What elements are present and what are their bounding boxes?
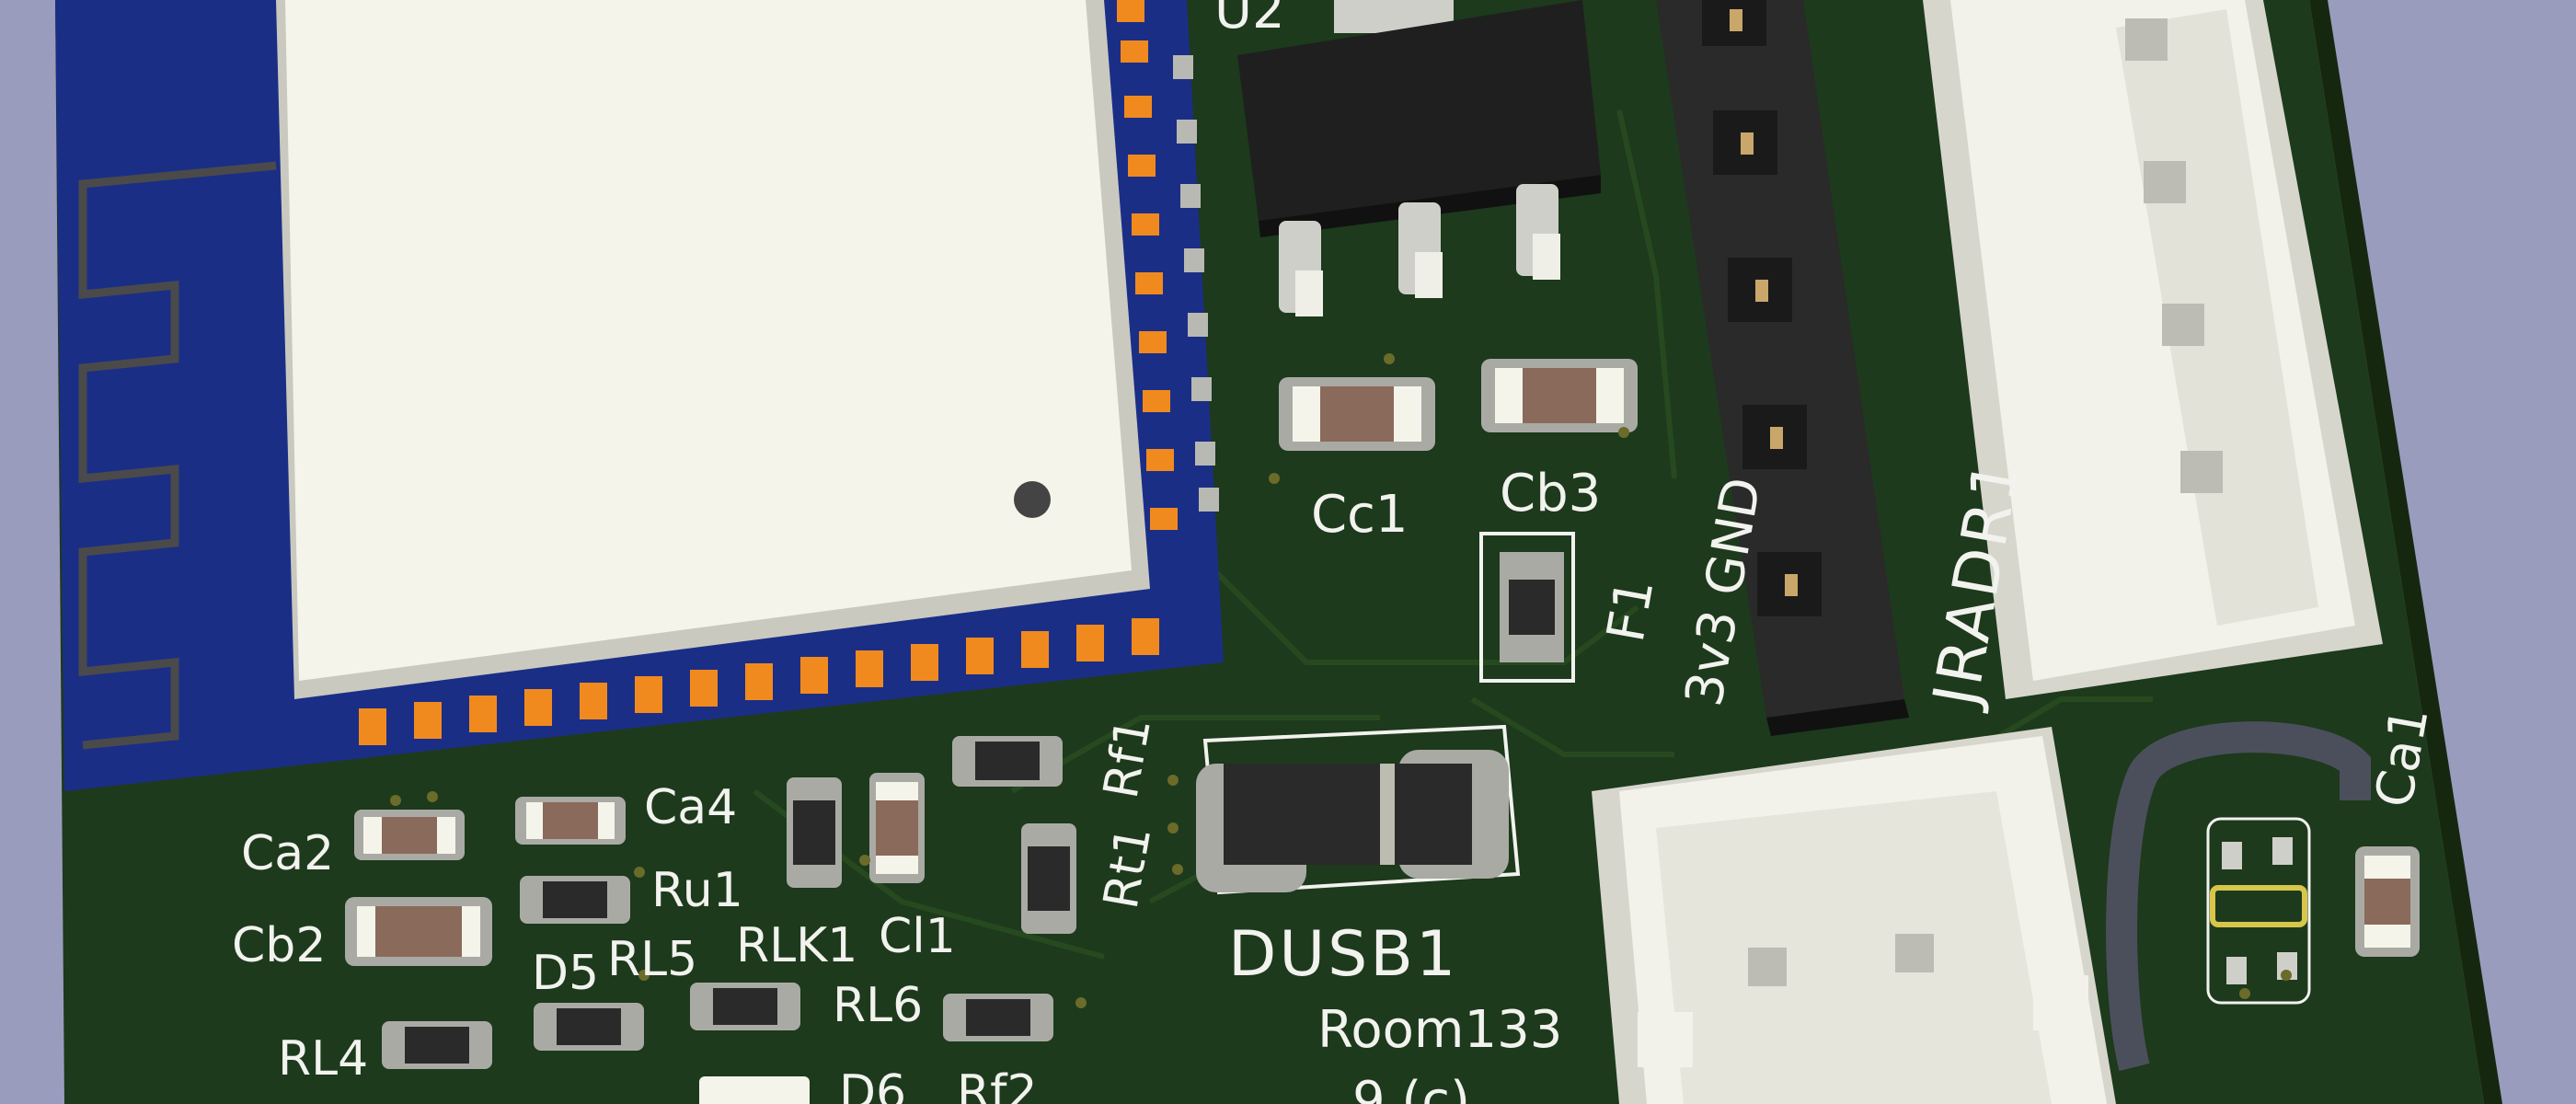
- rl6-label: RL6: [833, 978, 923, 1033]
- usb-connector: [1592, 727, 2116, 1104]
- rlk1-resistor: [690, 983, 800, 1030]
- cb2-capacitor: [345, 897, 492, 966]
- cc1-capacitor: [1279, 377, 1435, 451]
- cb3-capacitor: [1481, 359, 1638, 432]
- cl1-capacitor: [869, 773, 925, 883]
- edge-pads: [1173, 55, 1219, 512]
- ca4-label: Ca4: [644, 780, 737, 835]
- rf1-resistor: [952, 736, 1063, 787]
- rl5-label: RL5: [607, 932, 697, 987]
- cl1-label: Cl1: [879, 909, 956, 964]
- ca2-label: Ca2: [241, 826, 334, 881]
- rl4-label: RL4: [278, 1031, 368, 1087]
- module-pads-bottom: [359, 618, 1159, 745]
- module-pads-right: [1117, 0, 1178, 530]
- via-dots: [390, 353, 2292, 1008]
- rf1-label: Rf1: [1094, 714, 1162, 803]
- ca2-capacitor: [354, 810, 465, 860]
- ru1-label: Ru1: [651, 863, 743, 918]
- module-shield: [285, 0, 1132, 681]
- f1-fuse: [1479, 532, 1575, 683]
- cb2-label: Cb2: [232, 918, 326, 973]
- rl5-resistor: [534, 1003, 644, 1051]
- cb3-label: Cb3: [1500, 464, 1601, 523]
- ca4-capacitor: [515, 797, 626, 845]
- f1-label: F1: [1596, 574, 1666, 646]
- u2-regulator: U2: [1214, 0, 1601, 316]
- rt1-resistor: [1021, 823, 1076, 934]
- d5-label: D5: [532, 946, 599, 1001]
- board-edge: [2309, 0, 2502, 1104]
- smd-components: [345, 353, 2292, 1104]
- ru1-resistor: [520, 876, 630, 924]
- d6-diode: [699, 1076, 810, 1104]
- pin-header: [1656, 0, 1909, 736]
- dusb1-label: DUSB1: [1228, 918, 1458, 991]
- rl4-resistor: [382, 1021, 492, 1069]
- u2-body: [1237, 0, 1601, 221]
- cc1-label: Cc1: [1311, 485, 1409, 545]
- room-label: Room133: [1317, 1000, 1562, 1060]
- rf2-label: Rf2: [957, 1065, 1038, 1104]
- rlk-vertical-resistor: [787, 777, 842, 888]
- esp32-module: [55, 0, 1224, 791]
- rlk1-label: RLK1: [736, 918, 857, 973]
- d6-label: D6: [839, 1065, 906, 1104]
- dusb1-diode: [1196, 724, 1521, 895]
- sensor-footprint: [2106, 721, 2420, 1072]
- jradr1-connector: [1923, 0, 2383, 699]
- u2-label: U2: [1214, 0, 1285, 40]
- rl6-resistor: [943, 994, 1053, 1041]
- pin1-marker: [1014, 481, 1051, 518]
- partial-label: 9 (c): [1352, 1071, 1470, 1104]
- antenna-trace: [78, 161, 277, 750]
